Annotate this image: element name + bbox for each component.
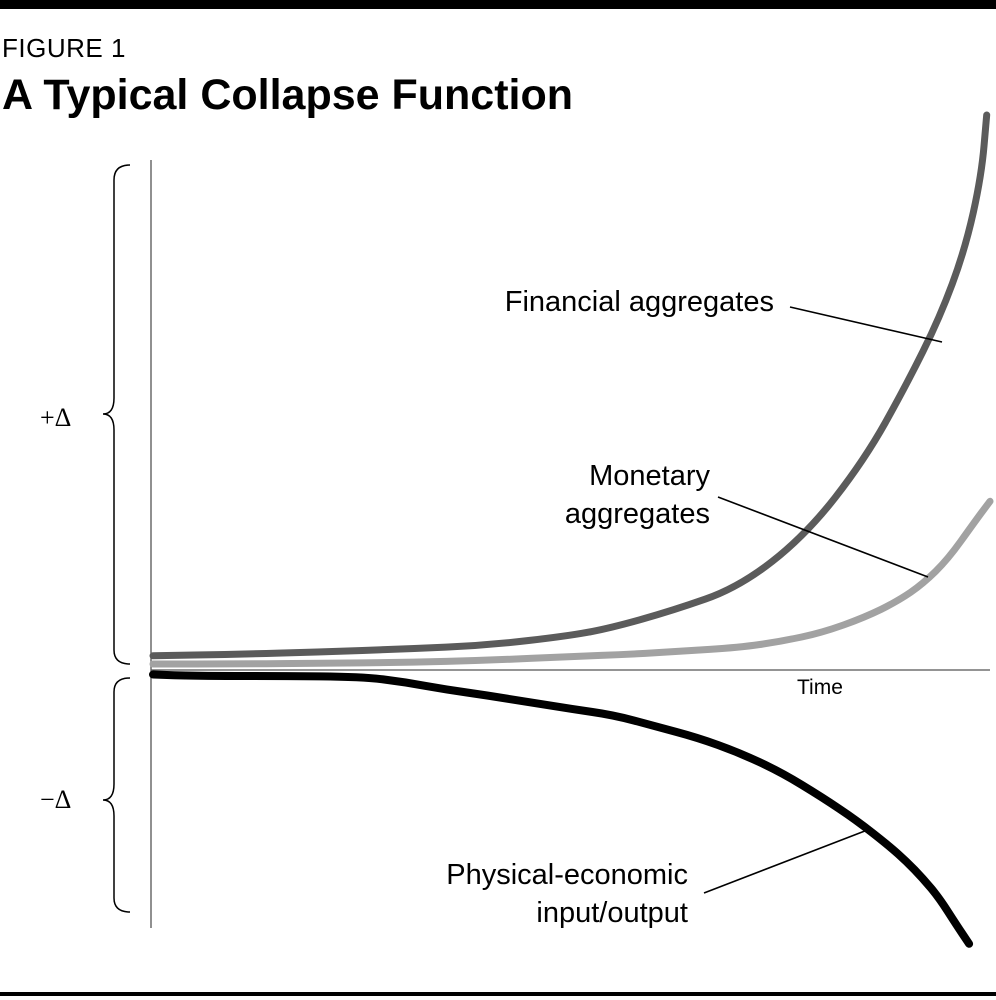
monetary-aggregates-label-line2: aggregates [565, 498, 710, 530]
physical-economic-label-line1: Physical-economic [446, 859, 688, 891]
physical-economic-label-line2: input/output [536, 897, 688, 929]
physical-leader-line [703, 828, 871, 894]
monetary-aggregates-line [149, 497, 994, 668]
financial-leader-line [789, 306, 943, 343]
financial-aggregates-line [149, 111, 991, 660]
monetary-aggregates-label-line1: Monetary [589, 460, 710, 492]
top-rule [0, 0, 996, 9]
monetary-leader-line [717, 496, 929, 578]
figure-number: FIGURE 1 [2, 33, 126, 63]
negative-delta-label: −Δ [40, 785, 71, 814]
positive-delta-label: +Δ [40, 403, 71, 432]
positive-region-brace [102, 164, 131, 665]
bottom-rule [0, 992, 996, 996]
physical-economic-line [149, 670, 974, 948]
negative-region-brace [102, 677, 131, 913]
figure-title: A Typical Collapse Function [2, 71, 574, 119]
x-axis-label: Time [797, 676, 843, 699]
financial-aggregates-label: Financial aggregates [505, 286, 774, 318]
